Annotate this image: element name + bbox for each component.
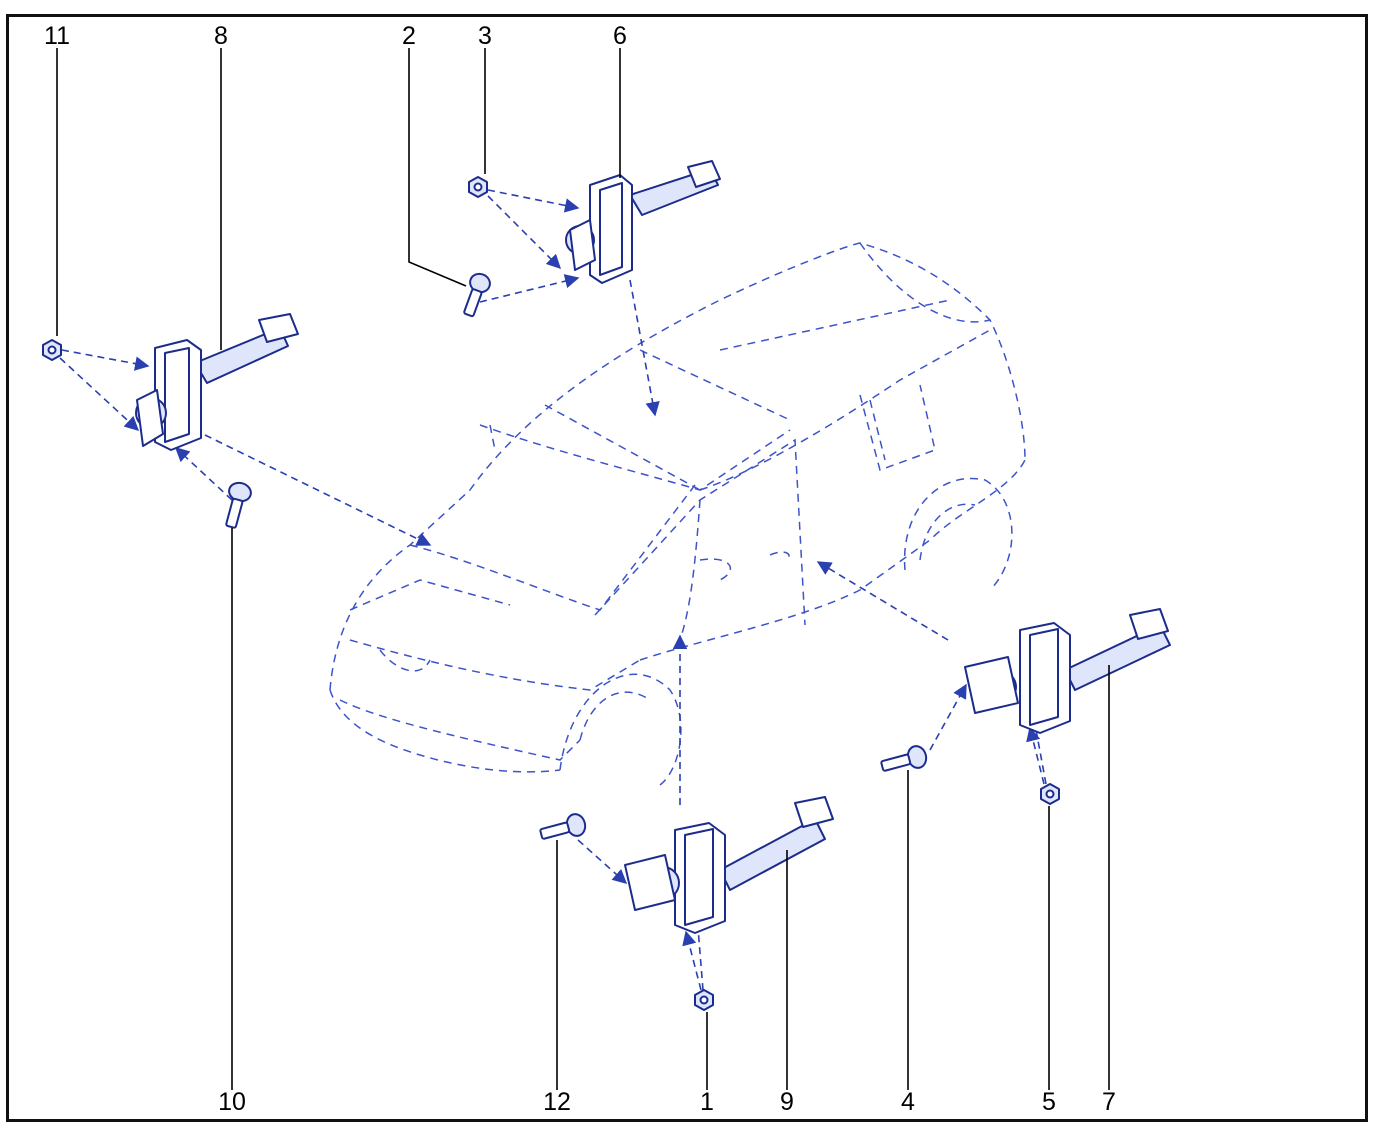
diagram-frame [6, 14, 1368, 1122]
bolt-10 [225, 481, 252, 529]
callout-1: 1 [700, 1088, 714, 1116]
callout-4: 4 [901, 1088, 915, 1116]
callout-8: 8 [214, 22, 228, 50]
bolt-4 [880, 745, 928, 772]
callout-3: 3 [478, 22, 492, 50]
door-check-strap-8 [135, 313, 299, 451]
callout-7: 7 [1102, 1088, 1116, 1116]
bolt-2 [463, 272, 491, 318]
bolt-12 [539, 813, 587, 840]
nut-11 [42, 339, 62, 361]
callout-5: 5 [1042, 1088, 1056, 1116]
assembly-arrows [59, 189, 1047, 991]
nut-1 [694, 989, 714, 1011]
nut-5 [1040, 783, 1060, 805]
vehicle-outline [329, 242, 1026, 786]
nut-3 [468, 176, 488, 198]
door-check-strap-7 [964, 608, 1171, 734]
callout-2: 2 [402, 22, 416, 50]
callout-9: 9 [780, 1088, 794, 1116]
callout-6: 6 [613, 22, 627, 50]
door-check-strap-6 [565, 160, 721, 284]
door-check-strap-9 [624, 796, 834, 934]
callout-11: 11 [44, 22, 70, 50]
leader-lines [56, 48, 1110, 1090]
callout-12: 12 [543, 1088, 571, 1116]
callout-10: 10 [218, 1088, 246, 1116]
